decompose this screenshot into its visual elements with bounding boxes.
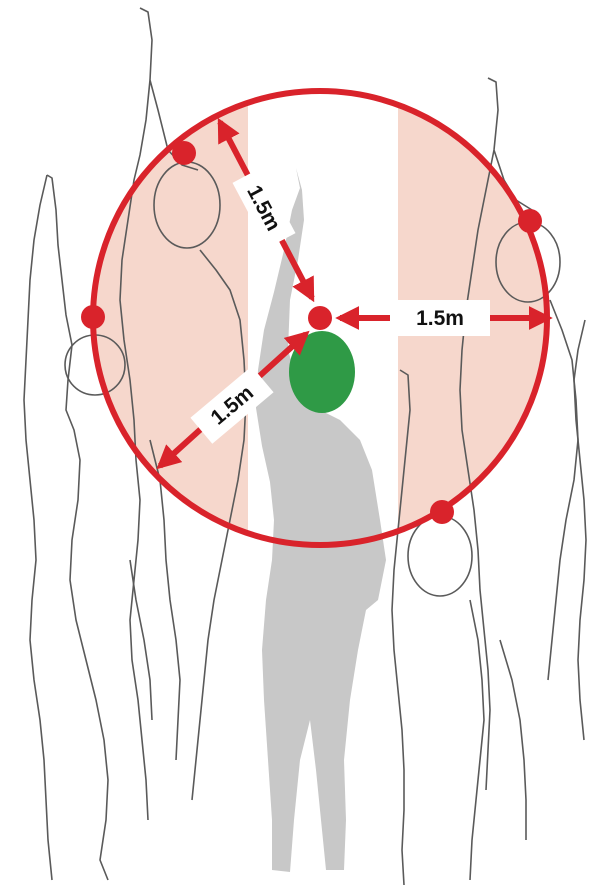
ring-point-bottom: [430, 500, 454, 524]
active-player-silhouette: [256, 168, 386, 872]
center-point: [308, 306, 332, 330]
ring-point-right: [518, 209, 542, 233]
player-head-lower-right: [408, 516, 472, 596]
label-right: 1.5m: [390, 300, 490, 336]
ring-point-left: [81, 305, 105, 329]
label-right-text: 1.5m: [416, 307, 464, 330]
ring-point-upper-left: [172, 141, 196, 165]
player-outline-far-right: [574, 320, 586, 740]
